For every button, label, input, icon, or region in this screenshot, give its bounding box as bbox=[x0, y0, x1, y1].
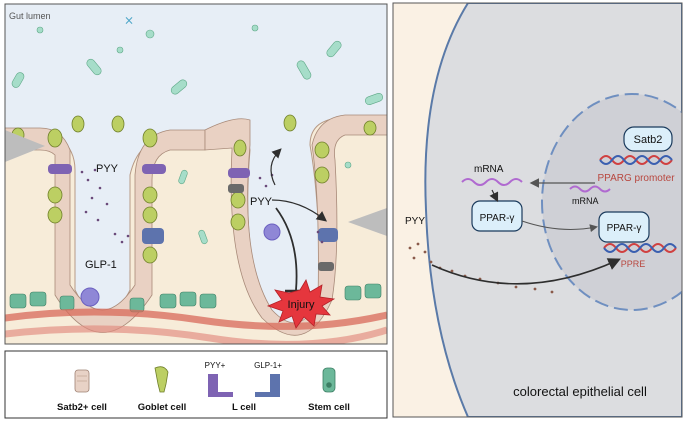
gut-lumen-label: Gut lumen bbox=[9, 11, 51, 21]
dna-pparg-promoter bbox=[599, 155, 673, 165]
l-cells bbox=[48, 164, 338, 244]
injury-label: Injury bbox=[288, 299, 315, 311]
right-spike bbox=[348, 208, 387, 236]
satb2-label: Satb2 bbox=[634, 134, 663, 146]
legend-label-lcell: L cell bbox=[232, 402, 256, 413]
legend-sublabel-pyy: PYY+ bbox=[205, 361, 226, 370]
ppar-box-nucleus bbox=[598, 211, 650, 243]
arrow-ppar-to-nucleus bbox=[521, 220, 598, 233]
ppar-label-nucleus: PPAR-γ bbox=[607, 223, 642, 234]
blood-vessels bbox=[5, 308, 387, 344]
arrow-pyy-to-ppar bbox=[431, 258, 621, 285]
right-panel-border bbox=[392, 2, 683, 418]
bacteria bbox=[11, 24, 383, 245]
ppar-label-cytoplasm: PPAR-γ bbox=[480, 213, 515, 224]
ppre-label: PPRE bbox=[621, 259, 646, 269]
l-cell-pyy-icon bbox=[208, 374, 233, 397]
immune-cells bbox=[80, 223, 281, 307]
legend-sublabel-glp1: GLP-1+ bbox=[254, 361, 282, 370]
mrna-label-nucleus: mRNA bbox=[572, 196, 599, 206]
injury-starburst bbox=[266, 279, 336, 329]
legend-label-goblet: Goblet cell bbox=[138, 402, 187, 413]
mrna-squiggle-nucleus bbox=[569, 185, 611, 193]
pyy-label-left: PYY bbox=[96, 163, 119, 175]
legend-box: Satb2+ cell Goblet cell L cell Stem cell… bbox=[4, 350, 388, 419]
legend-label-satb2: Satb2+ cell bbox=[57, 402, 107, 413]
stem-cells bbox=[9, 283, 382, 313]
epithelium-crypt-right bbox=[204, 114, 387, 336]
pyy-label-right-panel: PYY bbox=[405, 216, 425, 227]
mrna-label-cytoplasm: mRNA bbox=[474, 164, 504, 175]
stem-cell-icon bbox=[322, 367, 336, 393]
pyy-label-right: PYY bbox=[250, 196, 273, 208]
satb2-cell-icon bbox=[74, 369, 90, 393]
l-cell-glp1-icon bbox=[255, 374, 280, 397]
right-panel: PYY mRNA PPAR-γ Satb2 PPARG promoter mRN… bbox=[393, 3, 682, 417]
left-spike bbox=[5, 130, 45, 162]
inhibit-injury-line bbox=[275, 207, 298, 291]
mrna-squiggle-cytoplasm bbox=[461, 178, 523, 186]
left-panel: ⨯ Injury Gut lumen PYY GLP-1 PYY bbox=[5, 4, 387, 344]
legend-label-stem: Stem cell bbox=[308, 402, 350, 413]
goblet-cell-icon bbox=[154, 366, 169, 393]
satb2-box bbox=[623, 126, 673, 152]
peptide-dots bbox=[80, 168, 324, 244]
arrow-mrna-to-ppar bbox=[489, 189, 499, 203]
cell-caption: colorectal epithelial cell bbox=[513, 384, 647, 399]
arrow-pyy-right bbox=[271, 199, 328, 222]
arrow-pyy-up bbox=[270, 148, 282, 186]
pparg-promoter-label: PPARG promoter bbox=[597, 173, 675, 184]
glp1-label: GLP-1 bbox=[85, 259, 117, 271]
goblet-cells bbox=[11, 114, 377, 264]
left-panel-border bbox=[4, 3, 388, 345]
epithelium-crypt-left bbox=[5, 127, 206, 333]
grey-cells bbox=[228, 184, 334, 271]
small-icon: ⨯ bbox=[124, 13, 134, 27]
dna-ppre bbox=[603, 243, 677, 253]
